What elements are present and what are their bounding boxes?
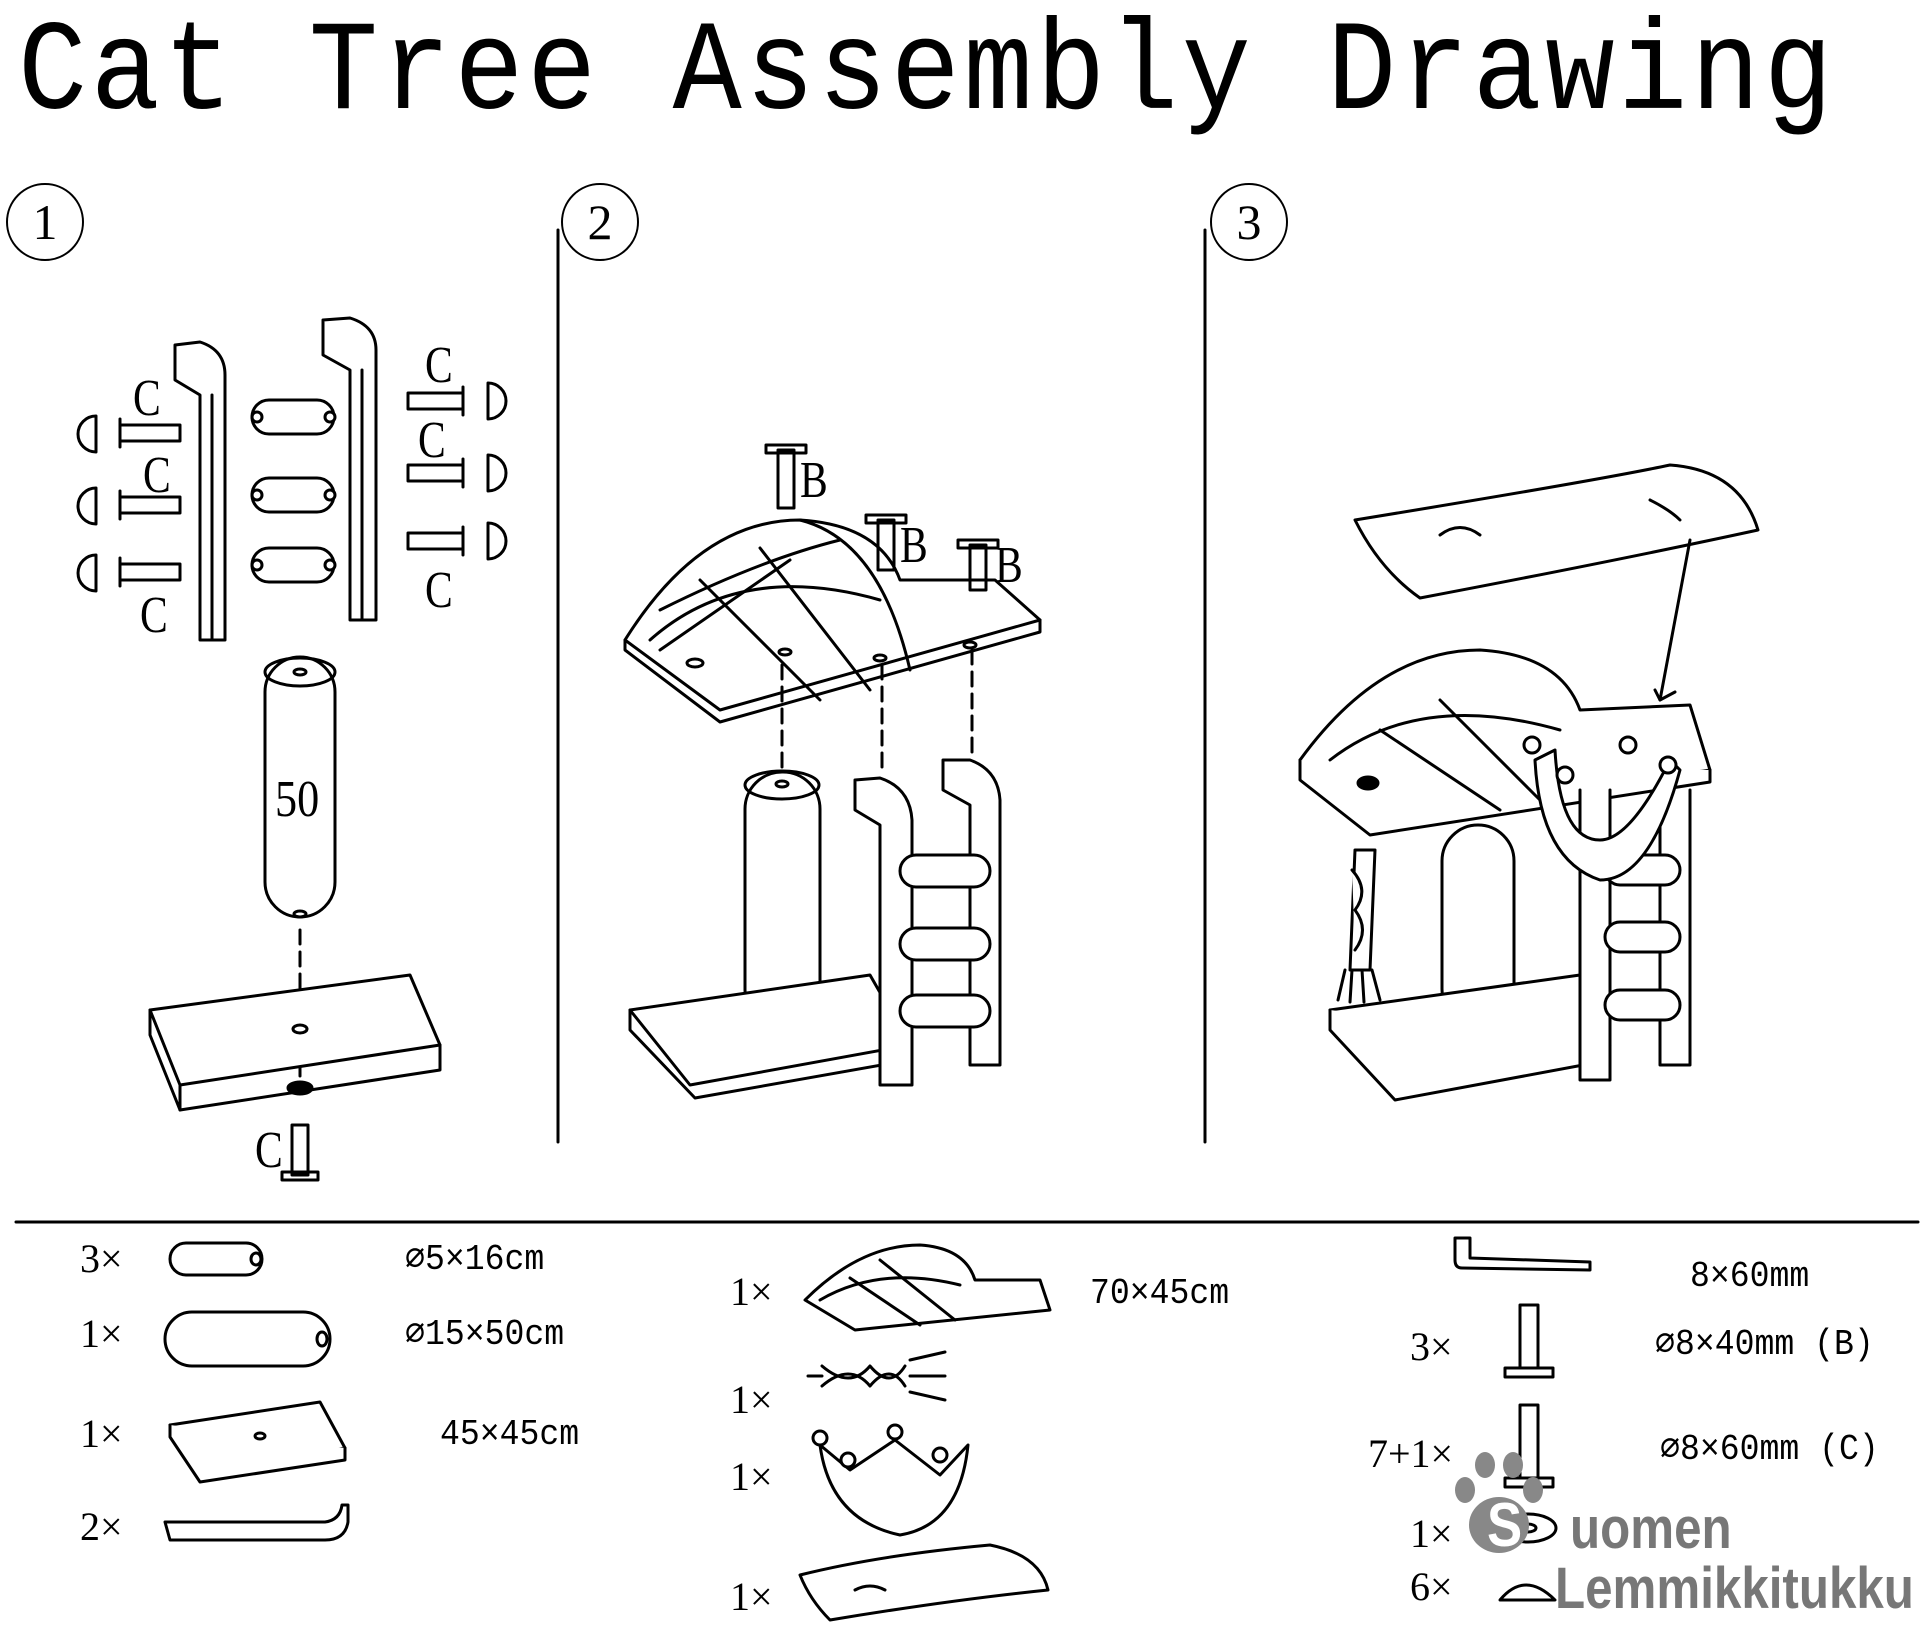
part-qty: 1× bbox=[730, 1454, 773, 1499]
part-qty: 3× bbox=[1410, 1324, 1453, 1369]
part-icon-cap-nut bbox=[1498, 1583, 1557, 1602]
step3-assembly bbox=[1298, 648, 1712, 1102]
part-qty: 1× bbox=[1410, 1511, 1453, 1556]
step3-cushion bbox=[1353, 463, 1760, 702]
screw-label-c: C bbox=[425, 562, 453, 619]
part-qty: 3× bbox=[80, 1236, 123, 1281]
screw-label-c: C bbox=[133, 370, 161, 427]
step1-crossbars bbox=[250, 398, 337, 584]
step2-platform bbox=[623, 518, 1042, 724]
screw-label-c: C bbox=[143, 447, 171, 504]
paw-logo-icon bbox=[1455, 1452, 1543, 1553]
part-dimension: 70×45cm bbox=[1090, 1273, 1230, 1314]
step2-base bbox=[628, 973, 912, 1100]
part-dimension: ∅8×40mm (B) bbox=[1655, 1324, 1874, 1365]
screw-label-b: B bbox=[900, 517, 928, 574]
part-qty: 2× bbox=[80, 1504, 123, 1549]
screw-label-c: C bbox=[418, 412, 446, 469]
screw-label-c: C bbox=[425, 337, 453, 394]
step-number-3: 3 bbox=[1210, 183, 1288, 261]
screw-label-c: C bbox=[140, 587, 168, 644]
step-number-1: 1 bbox=[6, 183, 84, 261]
step1-left-screws bbox=[76, 414, 182, 593]
page-title: Cat Tree Assembly Drawing bbox=[18, 2, 1837, 147]
part-qty: 1× bbox=[730, 1377, 773, 1422]
part-icon-short-tube bbox=[168, 1241, 264, 1277]
brand-initial: S bbox=[1487, 1491, 1523, 1560]
step1-right-screws bbox=[406, 381, 508, 561]
step2-screws-b bbox=[764, 443, 1000, 592]
screw-label-b: B bbox=[995, 537, 1023, 594]
part-icon-long-post bbox=[163, 1310, 332, 1368]
post-length-label: 50 bbox=[275, 771, 320, 828]
part-icon-side-panel bbox=[163, 1503, 350, 1542]
part-icon-rope-toy bbox=[806, 1350, 947, 1402]
part-icon-screw-b bbox=[1503, 1303, 1555, 1379]
step-number-2: 2 bbox=[561, 183, 639, 261]
part-dimension: ∅8×60mm (C) bbox=[1660, 1429, 1879, 1470]
part-dimension: ∅15×50cm bbox=[405, 1314, 565, 1355]
part-icon-allen-key bbox=[1453, 1236, 1592, 1272]
step1-base bbox=[148, 973, 442, 1112]
part-icon-hammock bbox=[811, 1423, 970, 1537]
part-dimension: 8×60mm bbox=[1690, 1256, 1810, 1297]
part-dimension: 45×45cm bbox=[440, 1414, 580, 1455]
part-qty: 6× bbox=[1410, 1564, 1453, 1609]
part-qty: 1× bbox=[730, 1574, 773, 1619]
part-dimension: ∅5×16cm bbox=[405, 1239, 545, 1280]
brand-name-line2: Lemmikkitukku bbox=[1555, 1556, 1914, 1621]
step2-ladder bbox=[853, 758, 1002, 1087]
part-icon-platform bbox=[803, 1243, 1052, 1332]
part-qty: 7+1× bbox=[1368, 1431, 1454, 1476]
part-icon-base bbox=[168, 1400, 347, 1484]
step1-side-panels bbox=[173, 316, 378, 642]
part-qty: 1× bbox=[80, 1311, 123, 1356]
part-qty: 1× bbox=[730, 1269, 773, 1314]
part-icon-cushion bbox=[798, 1543, 1050, 1622]
part-qty: 1× bbox=[80, 1411, 123, 1456]
step1-bottom-screw bbox=[280, 1123, 320, 1182]
step2-post bbox=[743, 648, 974, 1029]
screw-label-c: C bbox=[255, 1122, 283, 1179]
brand-name-line1: uomen bbox=[1570, 1496, 1732, 1561]
screw-label-b: B bbox=[800, 452, 828, 509]
